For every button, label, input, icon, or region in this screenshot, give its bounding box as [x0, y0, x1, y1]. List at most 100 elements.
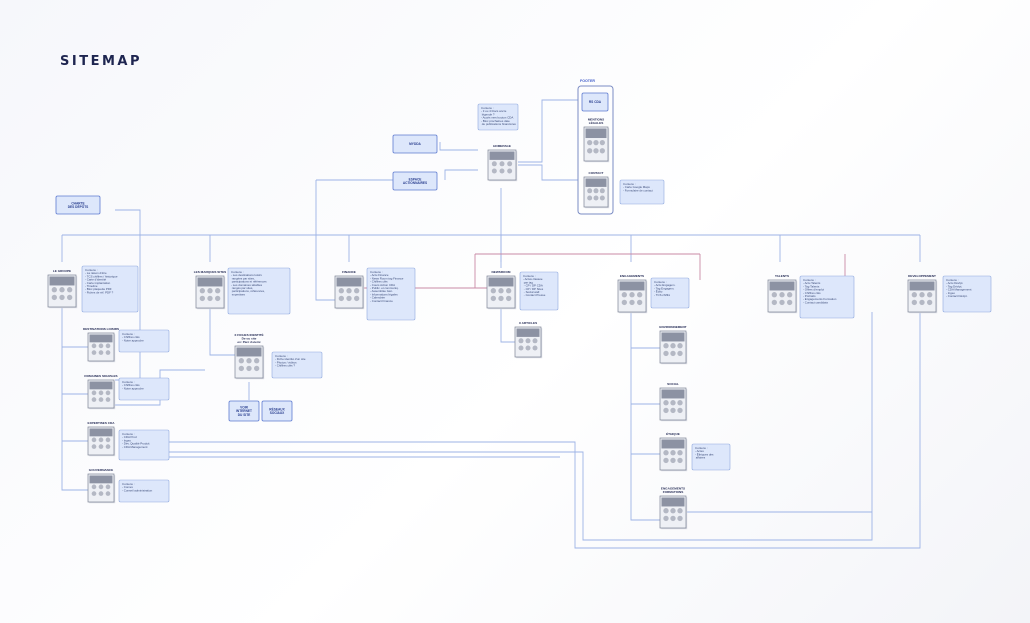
text-line: - Les domaines skiables: [231, 283, 263, 287]
note-box: [366, 267, 416, 321]
page-block: [199, 295, 205, 302]
page-block: [670, 457, 676, 464]
note-text: Contenu :- Actes- Éthiques des affaires: [695, 446, 714, 460]
text-line: - Carte implantation: [85, 281, 111, 285]
page-block: [346, 288, 352, 294]
page-block: [51, 294, 57, 301]
text-line: DOMAINES SKIABLES: [84, 374, 117, 378]
text-line: - 3 ou 4 blocs ancre: [481, 109, 507, 113]
page-block: [587, 140, 593, 146]
note-box: [118, 479, 170, 503]
page-block: [593, 188, 599, 194]
text-line: - Bloc plaquette PDF: [85, 287, 112, 291]
page-destinations[interactable]: DESTINATIONS LOISIRS: [83, 327, 119, 363]
text-line: Contenu :: [523, 274, 536, 278]
note-box: [118, 329, 170, 353]
page-hero: [488, 277, 514, 287]
text-line: - Tag Engagem.: [654, 286, 675, 290]
page-label: LE GROUPE: [53, 269, 71, 273]
text-line: De ou site: [242, 337, 257, 341]
page-articles[interactable]: X ARTICLES: [514, 321, 543, 359]
text-line: - Notre approche: [122, 338, 144, 342]
page-developpement[interactable]: DEVELOPPEMENT: [907, 274, 938, 314]
page-label: CONTACT: [589, 171, 604, 175]
text-line: Contenu :: [275, 354, 288, 358]
page-block: [498, 295, 504, 302]
note-box: [650, 277, 690, 309]
text-line: - Fiche identité d'un site: [275, 357, 306, 361]
text-line: - Contact candidats: [803, 300, 828, 304]
page-environnement[interactable]: ENVIRONNEMENT: [659, 325, 688, 365]
page-block: [599, 188, 605, 194]
page-engagements[interactable]: ENGAGEMENTS: [617, 274, 648, 314]
page-block: [91, 491, 97, 496]
connector-line: [630, 312, 660, 521]
note-box: [942, 275, 992, 313]
connector-line: [140, 312, 873, 541]
page-label: LES MARQUES SITES: [194, 270, 227, 274]
page-block: [499, 168, 505, 174]
text-line: TALENTS: [775, 274, 789, 278]
page-block: [663, 350, 669, 357]
note-text: Contenu :- Les destinations loisirs rang…: [231, 270, 267, 296]
page-block: [91, 437, 97, 443]
box-mydda[interactable]: MYDDA: [392, 134, 438, 154]
page-block: [51, 287, 57, 293]
page-block: [91, 444, 97, 449]
note-text: Contenu :- Actu Finance- News Room tag F…: [370, 270, 404, 303]
text-line: RS CDA: [589, 100, 602, 104]
page-block: [670, 508, 676, 514]
page-block: [779, 292, 785, 298]
page-block: [105, 390, 111, 396]
page-block: [911, 292, 917, 298]
page-block: [670, 407, 676, 414]
text-line: - Fiches de réf. PDF ?: [85, 290, 114, 294]
page-ethique[interactable]: ÉTHIQUE: [659, 431, 688, 472]
text-line: Contenu :: [695, 446, 708, 450]
page-social[interactable]: SOCIAL: [659, 382, 688, 422]
box-rscda[interactable]: RS CDA: [581, 92, 609, 112]
text-line: - Chiffres clés ?: [275, 364, 295, 368]
page-marques[interactable]: LES MARQUES SITES: [194, 270, 227, 310]
text-line: rangés par sites,: [231, 286, 253, 290]
page-hero: [89, 381, 113, 390]
page-domaines[interactable]: DOMAINES SKIABLES: [84, 374, 118, 410]
note-text: Contenu :- La raison d'être- TCS chiffre…: [85, 268, 118, 294]
page-block: [499, 161, 505, 167]
page-gouvernance[interactable]: GOUVERNANCE: [87, 468, 116, 504]
page-block: [91, 390, 97, 396]
page-expertises[interactable]: EXPERTISES CDA: [88, 421, 116, 457]
text-line: - TCS chiffré: [654, 293, 671, 297]
text-line: Contenu :: [946, 278, 959, 282]
text-line: - Chiffres clés: [122, 383, 140, 387]
page-newsroom[interactable]: NEWSROOM: [486, 270, 517, 310]
text-line: rangées par sites,: [231, 276, 255, 280]
page-block: [98, 437, 104, 443]
text-line: - Actu Dévlpt.: [946, 281, 963, 285]
page-finance[interactable]: FINANCE: [334, 270, 365, 310]
page-label: ENVIRONNEMENT: [659, 325, 686, 329]
page-block: [637, 292, 643, 298]
page-talents[interactable]: TALENTS: [767, 274, 798, 314]
page-contact[interactable]: CONTACT: [583, 171, 610, 209]
text-line: - Actu Finance: [370, 273, 389, 277]
page-block: [238, 365, 244, 372]
page-block: [91, 397, 97, 402]
page-block: [532, 345, 538, 351]
page-block: [587, 148, 593, 154]
page-groupe[interactable]: LE GROUPE: [47, 269, 78, 309]
page-homepage[interactable]: HOMEPAGE: [487, 144, 518, 182]
page-block: [105, 350, 111, 355]
connector-line: [518, 99, 578, 163]
text-line: ENGAGEMENTS: [661, 487, 685, 491]
